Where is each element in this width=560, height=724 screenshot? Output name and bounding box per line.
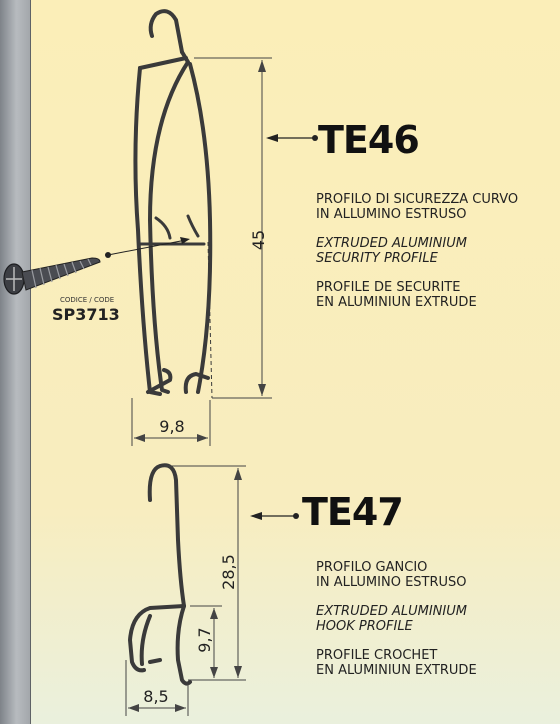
side-strip (0, 0, 31, 724)
te47-inner-dimension (190, 605, 222, 678)
te47-desc-fr: PROFILE CROCHET EN ALUMINIUN EXTRUDE (316, 648, 477, 678)
te46-hook (148, 9, 184, 54)
te47-hook (147, 463, 186, 608)
te47-inner-label: 9,7 (195, 627, 214, 652)
te46-width-label: 9,8 (159, 417, 184, 436)
te46-desc-fr: PROFILE DE SECURITE EN ALUMINIUN EXTRUDE (316, 280, 477, 310)
te46-desc-en: EXTRUDED ALUMINIUM SECURITY PROFILE (316, 236, 467, 266)
te46-height-label: 45 (249, 230, 268, 250)
te46-top-cap (138, 56, 188, 70)
te46-height-dimension (194, 57, 272, 399)
te47-height-label: 28,5 (219, 554, 238, 590)
te47-width-dimension (125, 660, 189, 716)
screw-pointer (105, 237, 190, 258)
te46-title: TE46 (318, 118, 420, 162)
te47-title: TE47 (302, 490, 404, 534)
te46-outer-wall (148, 50, 190, 394)
te47-desc-en: EXTRUDED ALUMINIUM HOOK PROFILE (316, 604, 467, 634)
te46-description: PROFILO DI SICUREZZA CURVO IN ALLUMINO E… (316, 192, 556, 324)
te47-profile (128, 463, 192, 686)
te46-desc-it: PROFILO DI SICUREZZA CURVO IN ALLUMINO E… (316, 192, 519, 222)
te46-pointer (266, 134, 318, 142)
te46-width-dimension (131, 398, 211, 446)
te46-inner-wall (188, 62, 213, 394)
screw-code-label: CODICE / CODE (60, 296, 115, 304)
screw-code: SP3713 (52, 305, 120, 324)
te47-description: PROFILO GANCIO IN ALLUMINO ESTRUSO EXTRU… (316, 560, 556, 692)
te46-profile (133, 9, 213, 396)
te47-width-label: 8,5 (143, 687, 168, 706)
te46-foot (146, 368, 173, 394)
screw-icon (3, 257, 101, 295)
te47-pointer (250, 512, 299, 520)
te47-desc-it: PROFILO GANCIO IN ALLUMINO ESTRUSO (316, 560, 467, 590)
te47-height-dimension (164, 465, 246, 681)
